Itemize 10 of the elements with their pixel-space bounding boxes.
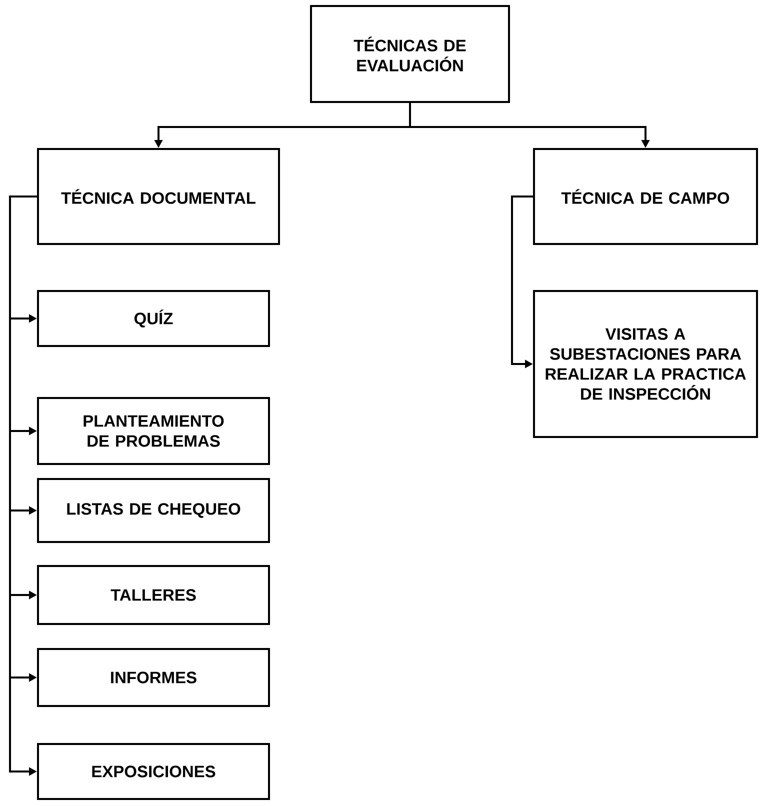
process-box: TALLERES: [37, 565, 270, 625]
process-box: TÉCNICAS DE EVALUACIÓN: [310, 5, 510, 103]
process-box: LISTAS DE CHEQUEO: [37, 478, 270, 543]
process-box: PLANTEAMIENTO DE PROBLEMAS: [37, 397, 270, 465]
process-box: VISITAS A SUBESTACIONES PARA REALIZAR LA PRACTICA DE INSPECCIÓN: [533, 290, 758, 438]
process-box: QUÍZ: [37, 290, 270, 347]
process-box: EXPOSICIONES: [37, 743, 270, 800]
process-box: TÉCNICA DE CAMPO: [533, 148, 758, 245]
process-box: INFORMES: [37, 648, 270, 707]
process-box: TÉCNICA DOCUMENTAL: [37, 148, 280, 245]
